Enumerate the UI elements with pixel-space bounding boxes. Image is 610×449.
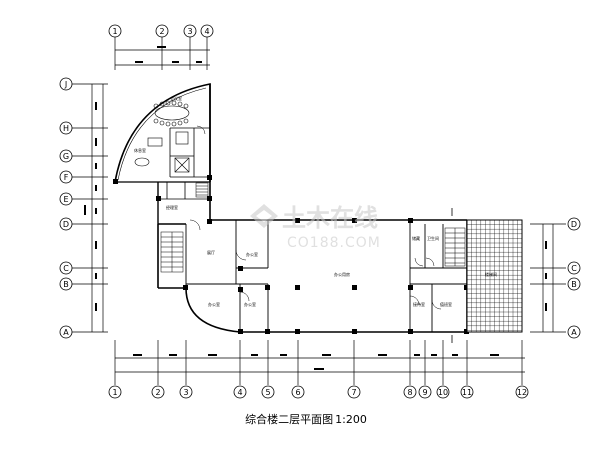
right-axis-bubble-D: D (567, 217, 581, 231)
bottom-axis-bubble-6: 6 (291, 385, 305, 399)
left-axis-bubble-A: A (59, 325, 73, 339)
top-axis-bubble-2-label: 2 (159, 27, 164, 36)
top-dimension-lines (114, 37, 210, 70)
building-walls (114, 83, 468, 333)
room-label-stair-right: 楼梯间 (485, 271, 497, 277)
room-label-lobby: 展厅 (207, 249, 215, 255)
curved-sw-wall (185, 287, 241, 333)
bottom-axis-bubble-12-label: 12 (517, 388, 527, 397)
left-axis-bubble-A-label: A (63, 328, 69, 337)
curved-wing-inner-wall (117, 87, 207, 181)
left-axis-bubble-C: C (59, 261, 73, 275)
bottom-axis-bubble-4: 4 (233, 385, 247, 399)
stair-east (444, 227, 466, 267)
left-axis-bubble-D: D (59, 217, 73, 231)
bottom-axis-bubble-11-label: 11 (462, 388, 472, 397)
caption-scale: 1:200 (335, 413, 367, 426)
bottom-axis-bubble-3-label: 3 (183, 388, 188, 397)
right-axis-bubble-C: C (567, 261, 581, 275)
right-axis-bubble-A-label: A (571, 328, 577, 337)
right-dimension-lines (530, 223, 566, 333)
watermark-url: CO188.COM (287, 235, 381, 251)
top-axis-bubble-3: 3 (183, 24, 197, 38)
bottom-axis-bubble-2-label: 2 (155, 388, 160, 397)
terrace-grid (466, 219, 523, 333)
room-label-reception: 接待室 (413, 301, 425, 307)
left-axis-bubble-J-label: J (64, 80, 67, 89)
left-dimension-lines (72, 83, 108, 333)
room-labels: 展厅 办公室 办公室 办公室 办公用房 储藏 卫生间 接待室 值班室 会议室 休… (134, 95, 497, 307)
left-axis-bubble-F-label: F (64, 173, 69, 182)
left-axis-bubble-H: H (59, 121, 73, 135)
top-axis-bubble-1-label: 1 (112, 27, 117, 36)
dimension-figures (84, 46, 547, 370)
bottom-axis-bubble-7-label: 7 (351, 388, 356, 397)
right-axis-bubble-A: A (567, 325, 581, 339)
room-label-conference: 会议室 (170, 95, 182, 101)
left-axis-bubble-D-label: D (63, 220, 69, 229)
bottom-axis-bubble-6-label: 6 (295, 388, 300, 397)
bottom-axis-bubble-4-label: 4 (237, 388, 242, 397)
left-axis-bubble-G-label: G (63, 152, 69, 161)
left-axis-bubble-E-label: E (63, 195, 68, 204)
watermark: 土木在线 CO188.COM (250, 204, 381, 251)
right-axis-bubble-D-label: D (571, 220, 577, 229)
room-label-office-right: 办公室 (244, 301, 256, 307)
left-axis-bubble-C-label: C (63, 264, 69, 273)
bottom-axis-bubble-10: 10 (436, 385, 450, 399)
bottom-axis-bubble-8: 8 (403, 385, 417, 399)
top-axis-bubble-4: 4 (200, 24, 214, 38)
right-axis-bubble-B: B (567, 277, 581, 291)
room-label-office-left: 办公室 (208, 301, 220, 307)
bottom-axis-bubble-1: 1 (108, 385, 122, 399)
stair-tower (195, 182, 209, 198)
top-axis-bubble-1: 1 (108, 24, 122, 38)
left-axis-bubble-B: B (59, 277, 73, 291)
bottom-axis-bubble-9-label: 9 (422, 388, 427, 397)
door-swings (189, 125, 442, 310)
bottom-axis-bubble-12: 12 (515, 385, 529, 399)
left-axis-bubble-H-label: H (63, 124, 69, 133)
left-axis-bubble-B-label: B (63, 280, 69, 289)
bottom-axis-bubble-5-label: 5 (265, 388, 270, 397)
curved-wing-outer-wall (114, 83, 211, 183)
room-label-duty: 值班室 (440, 301, 452, 307)
bottom-axis-bubble-11: 11 (460, 385, 474, 399)
bottom-axis-bubble-3: 3 (179, 385, 193, 399)
room-label-manager: 经理室 (166, 204, 178, 210)
top-axis-bubble-3-label: 3 (187, 27, 192, 36)
top-axis-bubble-4-label: 4 (204, 27, 209, 36)
room-label-toilet: 卫生间 (427, 235, 439, 241)
room-label-main-hall: 办公用房 (334, 271, 350, 277)
right-axis-bubble-B-label: B (571, 280, 577, 289)
bottom-axis-bubble-2: 2 (151, 385, 165, 399)
room-label-lounge: 休息室 (134, 147, 146, 153)
watermark-brand: 土木在线 (282, 204, 378, 232)
bottom-axis-bubble-5: 5 (261, 385, 275, 399)
caption-title: 综合楼二层平面图 (245, 413, 334, 426)
bottom-axis-bubble-1-label: 1 (112, 388, 117, 397)
stair-west (160, 231, 184, 273)
bottom-axis-bubble-7: 7 (347, 385, 361, 399)
room-label-store: 储藏 (412, 235, 420, 241)
bottom-axis-bubble-10-label: 10 (438, 388, 448, 397)
bottom-axis-bubble-9: 9 (418, 385, 432, 399)
bottom-axis-bubble-8-label: 8 (407, 388, 412, 397)
left-axis-bubble-G: G (59, 149, 73, 163)
right-axis-bubble-C-label: C (571, 264, 577, 273)
top-axis-bubble-2: 2 (155, 24, 169, 38)
conference-table (134, 100, 190, 173)
left-axis-bubble-J: J (59, 77, 73, 91)
left-axis-bubble-E: E (59, 192, 73, 206)
left-axis-bubble-F: F (59, 170, 73, 184)
bottom-dimension-lines (114, 340, 525, 385)
room-label-office-mid: 办公室 (246, 251, 258, 257)
